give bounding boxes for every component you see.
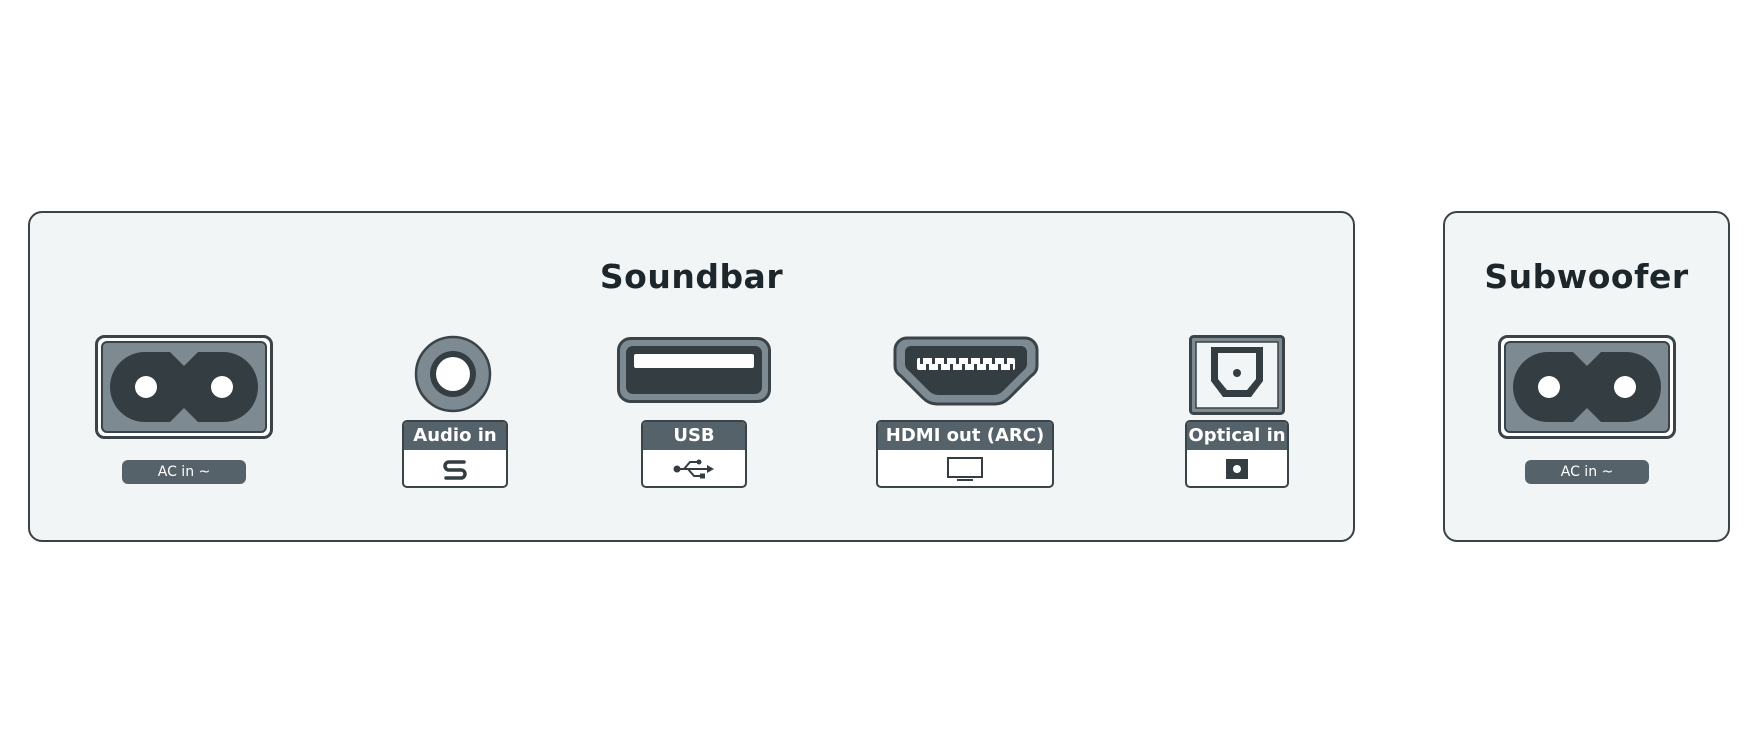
audio-jack-icon <box>414 335 492 413</box>
soundbar-optical-in-port <box>1189 335 1285 415</box>
hdmi-label-text: HDMI out (ARC) <box>878 422 1052 450</box>
optical-in-label-text: Optical in <box>1187 422 1287 450</box>
soundbar-hdmi-port <box>893 336 1039 406</box>
subwoofer-ac-in-port <box>1498 335 1676 439</box>
soundbar-title: Soundbar <box>599 257 784 296</box>
soundbar-usb-port <box>617 337 771 403</box>
subwoofer-title: Subwoofer <box>1484 257 1689 296</box>
optical-symbol-icon <box>1187 452 1287 486</box>
usb-icon <box>617 337 771 403</box>
subwoofer-panel: Subwoofer AC in ~ <box>1443 211 1730 542</box>
soundbar-optical-in-label: Optical in <box>1185 420 1289 488</box>
usb-symbol-icon <box>643 452 745 486</box>
soundbar-usb-label: USB <box>641 420 747 488</box>
soundbar-panel: Soundbar AC in ~ Audio in <box>28 211 1355 542</box>
ac-power-socket-icon <box>95 335 273 439</box>
ac-power-socket-icon <box>1498 335 1676 439</box>
tv-icon <box>878 452 1052 486</box>
soundbar-audio-in-label: Audio in <box>402 420 508 488</box>
soundbar-ac-in-port <box>95 335 273 439</box>
soundbar-audio-in-port <box>414 335 492 413</box>
soundbar-hdmi-label: HDMI out (ARC) <box>876 420 1054 488</box>
hdmi-icon <box>893 336 1039 406</box>
optical-icon <box>1189 335 1285 415</box>
audio-in-label-text: Audio in <box>404 422 506 450</box>
usb-label-text: USB <box>643 422 745 450</box>
subwoofer-ac-in-label: AC in ~ <box>1525 460 1649 484</box>
soundbar-ac-in-label: AC in ~ <box>122 460 246 484</box>
audio-symbol-icon <box>404 452 506 486</box>
